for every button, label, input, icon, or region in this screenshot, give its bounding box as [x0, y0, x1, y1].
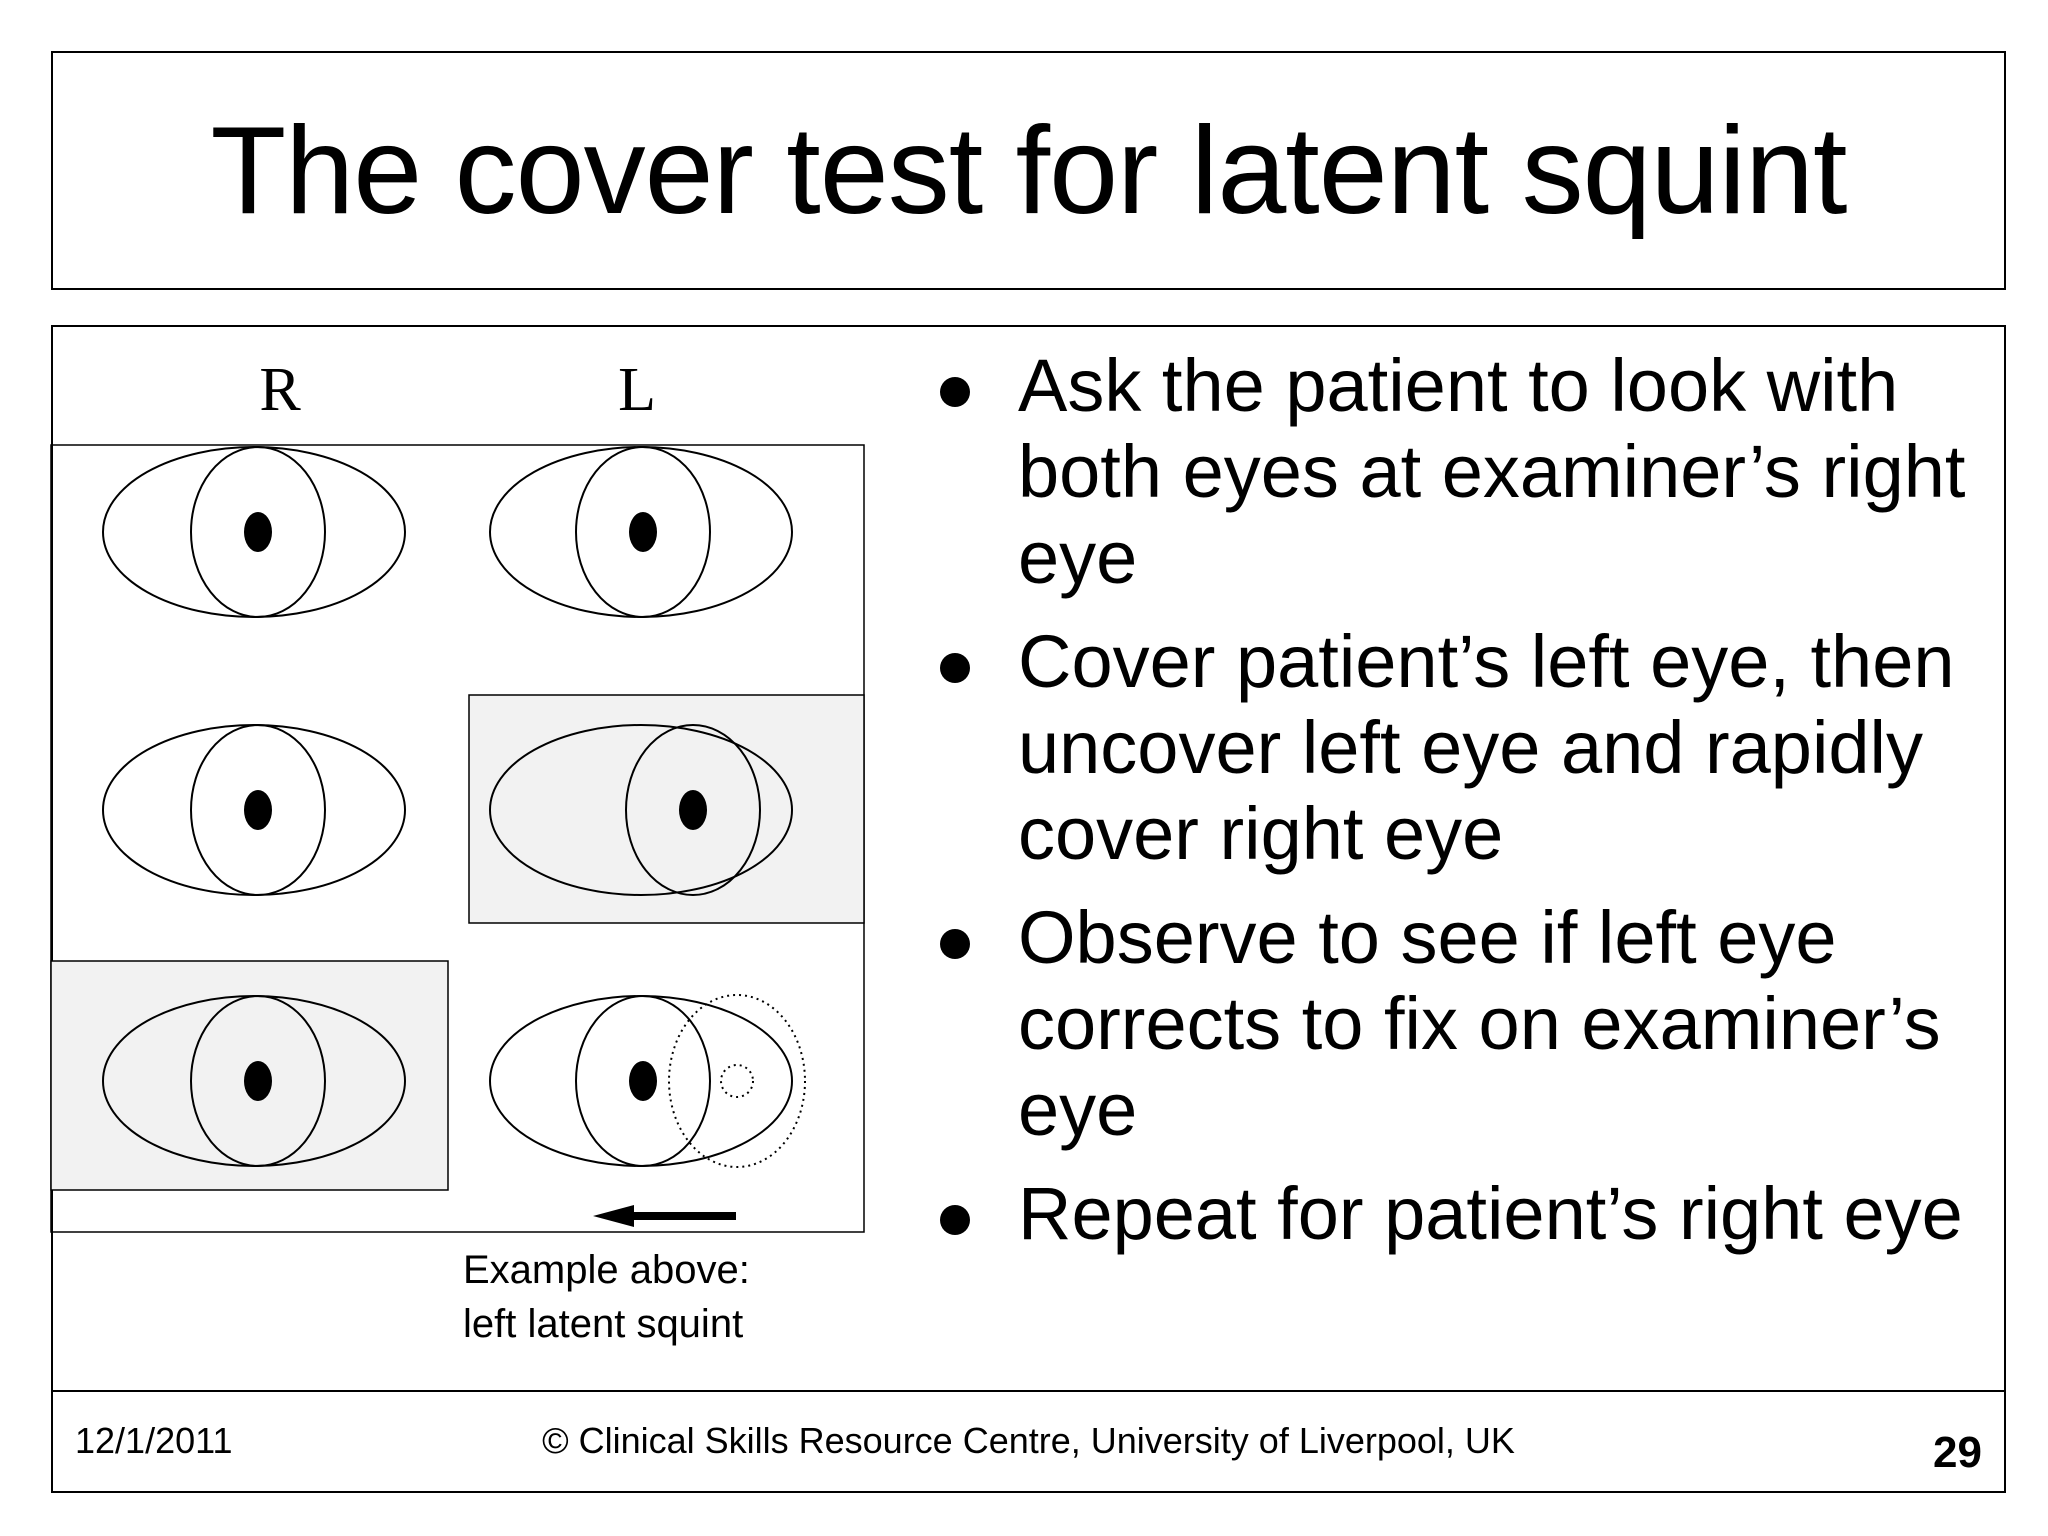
footer-date: 12/1/2011: [75, 1420, 233, 1461]
eye-left-row1: [489, 446, 793, 618]
eye-left-row2-deviated: [489, 724, 793, 896]
movement-arrow-icon: [593, 1205, 736, 1227]
previous-iris-position: [668, 994, 806, 1168]
title-box: The cover test for latent squint: [51, 51, 2006, 290]
eye-right-row1: [102, 446, 406, 618]
previous-pupil-position: [720, 1064, 754, 1098]
bullet-item: Cover patient’s left eye, then uncover l…: [934, 619, 2004, 877]
diagram-caption-line2: left latent squint: [463, 1302, 743, 1346]
bullet-dot-icon: [940, 653, 970, 683]
bullet-text: Repeat for patient’s right eye: [1018, 1172, 1963, 1255]
footer: 12/1/2011 © Clinical Skills Resource Cen…: [51, 1390, 2006, 1493]
bullet-dot-icon: [940, 1205, 970, 1235]
bullet-dot-icon: [940, 377, 970, 407]
label-right-eye: R: [259, 356, 301, 424]
bullet-item: Repeat for patient’s right eye: [934, 1171, 2004, 1257]
label-left-eye: L: [618, 356, 656, 424]
eye-right-row2: [102, 724, 406, 896]
eye-right-row3: [102, 995, 406, 1167]
eye-left-row3-correcting: [489, 994, 806, 1168]
bullet-text: Observe to see if left eye corrects to f…: [1018, 896, 1941, 1151]
content-box: [51, 325, 2006, 1391]
bullet-dot-icon: [940, 929, 970, 959]
bullet-item: Observe to see if left eye corrects to f…: [934, 895, 2004, 1153]
bullet-text: Cover patient’s left eye, then uncover l…: [1018, 620, 1955, 875]
bullet-item: Ask the patient to look with both eyes a…: [934, 343, 2004, 601]
diagram-caption-line1: Example above:: [463, 1248, 750, 1292]
bullet-list: Ask the patient to look with both eyes a…: [934, 343, 2004, 1275]
footer-copyright: © Clinical Skills Resource Centre, Unive…: [542, 1420, 1515, 1461]
bullet-text: Ask the patient to look with both eyes a…: [1018, 344, 1966, 599]
page-number: 29: [1933, 1428, 1982, 1477]
slide-title: The cover test for latent squint: [210, 101, 1848, 240]
